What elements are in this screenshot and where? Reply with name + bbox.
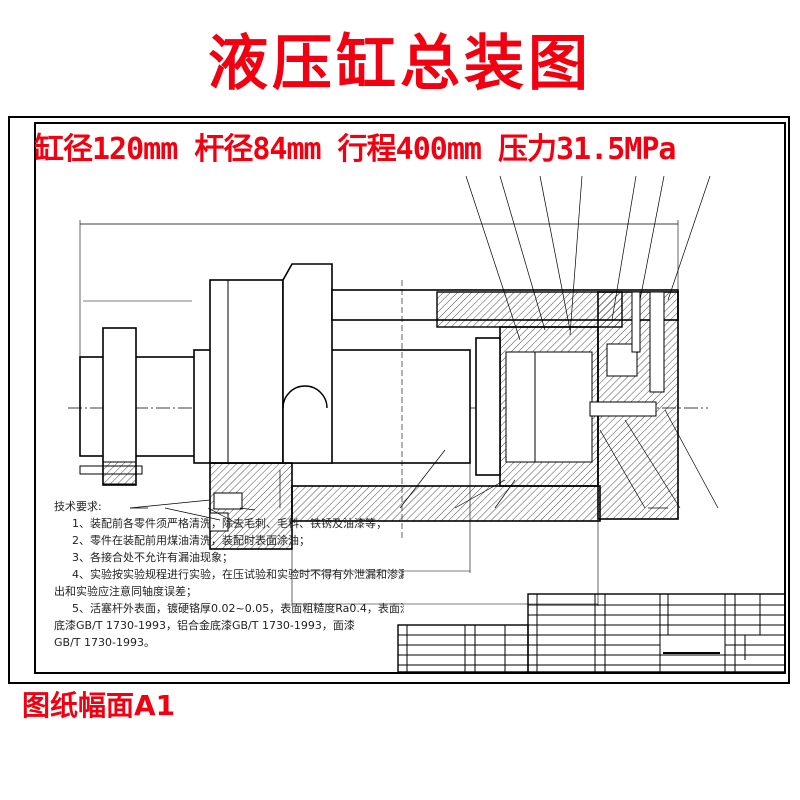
part-leaders-top (465, 175, 711, 341)
requirement-item: 3、各接合处不允许有漏油现象； (72, 551, 233, 564)
spec-line: 缸径120mm 杆径84mm 行程400mm 压力31.5MPa (34, 132, 676, 167)
requirement-item: 4、实验按实验规程进行实验，在压试验和实验时不得有外泄漏和渗漏现象，及 (72, 568, 404, 581)
page-title: 液压缸总装图 (208, 29, 592, 99)
technical-requirements: 技术要求: 1、装配前各零件须严格清洗，除去毛刺、毛料、铁锈及油漆等； 2、零件… (54, 498, 404, 651)
gland (209, 279, 284, 464)
requirement-item: 2、零件在装配前用煤油清洗，装配时表面涂油； (72, 534, 310, 547)
requirement-item: 出和实验应注意同轴度误差； (54, 585, 197, 598)
requirements-heading: 技术要求: (54, 500, 102, 513)
rod-eye (79, 356, 196, 457)
requirement-item: 5、活塞杆外表面，镀硬铬厚0.02~0.05，表面粗糙度Ra0.4，表面涂氧化 (72, 602, 404, 615)
drawing-frame (34, 122, 786, 674)
sheet-format-label: 图纸幅面A1 (22, 689, 176, 722)
requirement-item: GB/T 1730-1993。 (54, 636, 155, 649)
requirement-item: 1、装配前各零件须严格清洗，除去毛刺、毛料、铁锈及油漆等； (72, 517, 387, 530)
part-leaders-bottom (129, 409, 719, 526)
requirement-item: 底漆GB/T 1730-1993，铝合金底漆GB/T 1730-1993，面漆 (54, 619, 355, 632)
title-block (397, 593, 786, 673)
drawing-sheet (8, 116, 790, 684)
